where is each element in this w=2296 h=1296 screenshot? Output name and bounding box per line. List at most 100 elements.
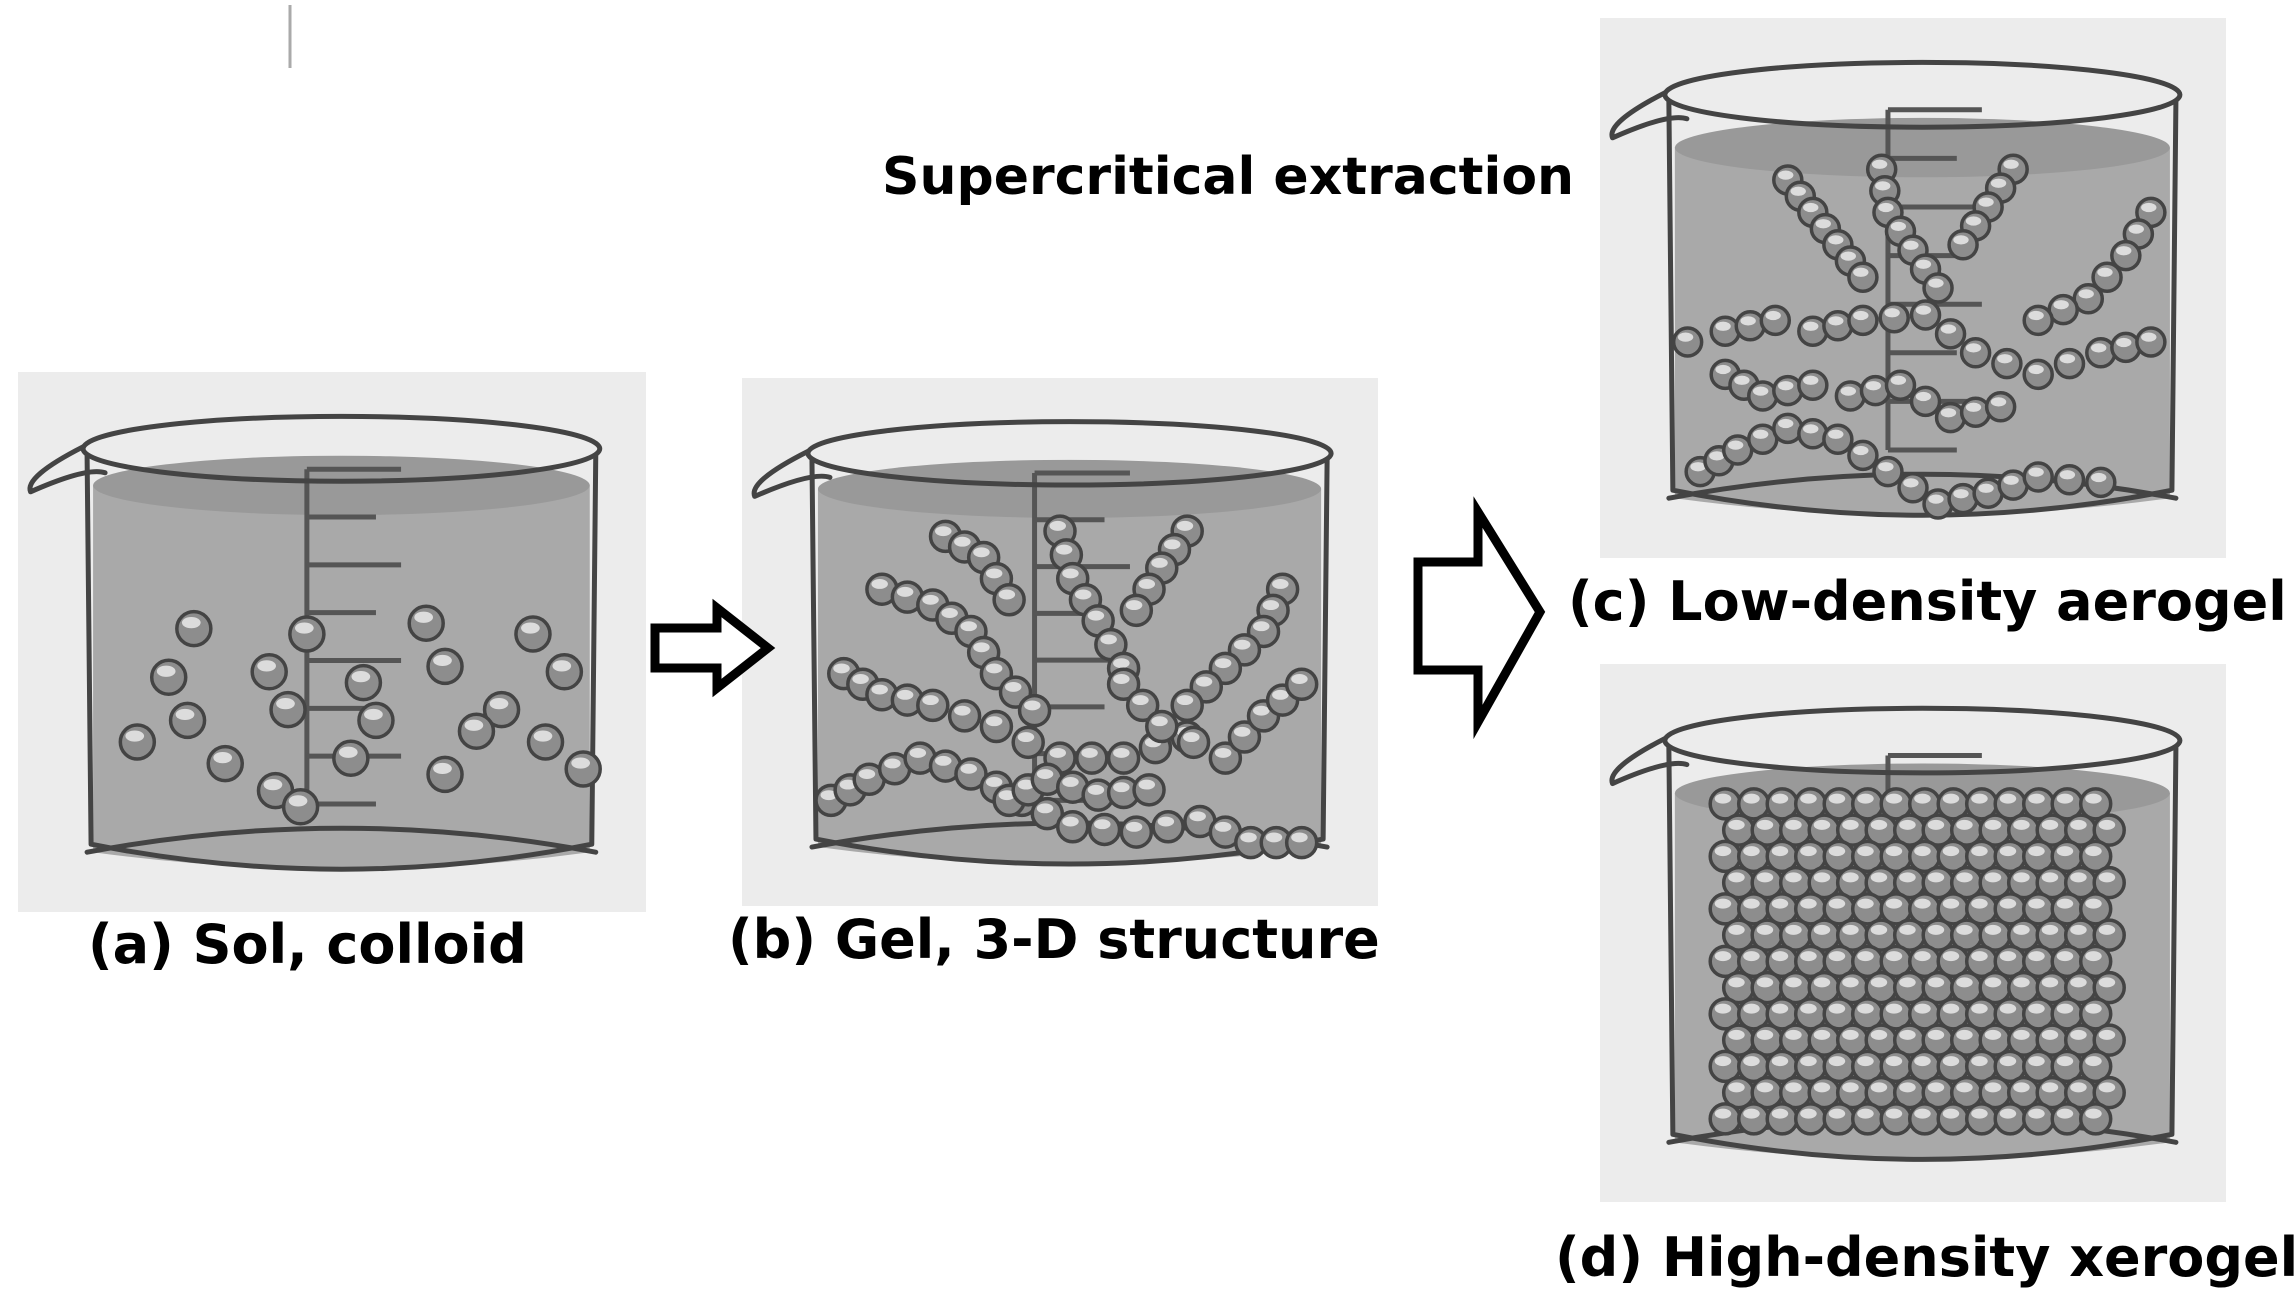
particle-highlight <box>2028 364 2044 375</box>
particle-highlight <box>884 758 901 769</box>
particle <box>1284 825 1319 860</box>
particle <box>2050 1102 2084 1136</box>
particle-highlight <box>1965 402 1982 412</box>
particle-highlight <box>1984 1029 2002 1040</box>
particle-highlight <box>1728 872 1745 883</box>
particle-highlight <box>351 671 371 683</box>
particle-highlight <box>1800 951 1817 962</box>
particle-highlight <box>1956 872 1973 883</box>
particle <box>426 647 464 686</box>
particle-highlight <box>1138 779 1156 790</box>
particle-highlight <box>960 621 977 632</box>
particle-highlight <box>922 594 939 605</box>
particle-highlight <box>1857 898 1874 909</box>
particle-highlight <box>1953 235 1969 245</box>
particle-highlight <box>1800 1056 1817 1067</box>
particle-highlight <box>2028 846 2045 857</box>
particle-highlight <box>1055 544 1073 555</box>
particle-highlight <box>2085 1056 2102 1067</box>
particle-highlight <box>2070 1029 2087 1040</box>
particle-highlight <box>1942 793 1960 804</box>
particle <box>1797 315 1829 347</box>
particle-highlight <box>1752 429 1769 439</box>
particle-highlight <box>896 586 914 597</box>
particle-highlight <box>2053 300 2069 310</box>
liquid-surface <box>1674 117 2170 178</box>
particle-highlight <box>2085 951 2102 962</box>
particle-highlight <box>1778 381 1794 391</box>
particle-highlight <box>1771 951 1789 962</box>
particle-highlight <box>1928 494 1944 504</box>
particle-highlight <box>1714 1003 1732 1014</box>
particle-highlight <box>1151 557 1168 568</box>
particle-highlight <box>1100 634 1117 645</box>
particle-highlight <box>2085 898 2102 909</box>
particle-highlight <box>1094 819 1111 830</box>
particle-highlight <box>1903 240 1919 250</box>
particle-highlight <box>839 779 857 790</box>
particle <box>1087 812 1122 847</box>
particle-highlight <box>1890 221 1907 232</box>
particle-highlight <box>1728 1082 1745 1093</box>
particle-highlight <box>1756 872 1774 883</box>
particle-highlight <box>1927 819 1945 830</box>
particle-highlight <box>1884 308 1900 318</box>
particle <box>332 739 370 777</box>
particle-highlight <box>1743 1003 1760 1014</box>
particle-highlight <box>1885 1056 1903 1067</box>
particle-highlight <box>1857 1003 1874 1014</box>
particle-highlight <box>2013 872 2030 883</box>
particle <box>1922 272 1954 304</box>
particle-highlight <box>1800 1108 1817 1119</box>
particle <box>545 653 584 691</box>
particle <box>1075 741 1109 775</box>
particle-highlight <box>1853 267 1869 277</box>
particle-highlight <box>2056 793 2074 804</box>
particle-highlight <box>1813 1082 1831 1093</box>
particle-highlight <box>2003 475 2019 485</box>
particle <box>250 653 288 691</box>
particle-highlight <box>1857 846 1874 857</box>
particle <box>1671 326 1704 358</box>
particle-highlight <box>1752 386 1769 396</box>
particle-highlight <box>414 611 433 623</box>
particle <box>2078 1102 2113 1136</box>
particle <box>344 663 383 702</box>
particle-highlight <box>1778 170 1794 180</box>
particle-highlight <box>935 755 952 766</box>
particle-highlight <box>1878 462 1894 472</box>
particle <box>288 615 326 653</box>
particle <box>514 615 552 653</box>
particle-highlight <box>1915 259 1932 269</box>
particle-highlight <box>1803 202 1819 213</box>
particle-highlight <box>1942 846 1960 857</box>
particle-highlight <box>571 757 591 769</box>
particle-highlight <box>1163 539 1181 550</box>
particle-highlight <box>1813 872 1831 883</box>
particle <box>1765 1102 1799 1136</box>
particle-highlight <box>1828 951 1846 962</box>
particle-highlight <box>1803 321 1819 331</box>
particle-highlight <box>1914 951 1931 962</box>
particle-highlight <box>2056 1056 2074 1067</box>
particle <box>1934 318 1967 350</box>
particle-highlight <box>1842 819 1859 830</box>
particle <box>1884 369 1917 401</box>
particle-highlight <box>1914 793 1931 804</box>
particle-highlight <box>288 795 308 807</box>
particle <box>992 583 1026 617</box>
particle-highlight <box>1728 819 1745 830</box>
particle-highlight <box>1899 1029 1916 1040</box>
particle-highlight <box>2028 1108 2045 1119</box>
particle-highlight <box>1728 924 1745 935</box>
particle-highlight <box>1740 316 1756 326</box>
particle-highlight <box>1813 819 1831 830</box>
particle-highlight <box>1785 1082 1802 1093</box>
particle <box>149 658 188 696</box>
particle-highlight <box>954 536 971 547</box>
beaker-wall <box>1666 744 2179 1162</box>
particle <box>357 701 395 740</box>
particle <box>1132 773 1166 807</box>
particle-highlight <box>1800 846 1817 857</box>
particle-highlight <box>1756 1082 1774 1093</box>
